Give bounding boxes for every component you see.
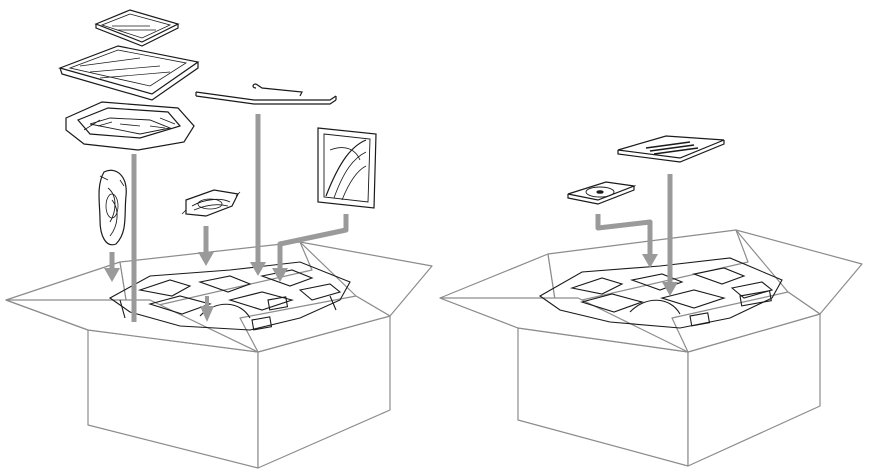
phone-cord <box>99 170 126 245</box>
box-left <box>6 242 432 468</box>
document-cover <box>96 10 178 46</box>
cable-wire <box>196 84 336 104</box>
drum-unit-carton <box>318 128 376 208</box>
manual-booklet <box>618 136 724 162</box>
box-left-front-face <box>88 330 258 468</box>
scanner-lid <box>60 46 198 100</box>
machine-body <box>66 102 194 150</box>
arrow-inner-left <box>200 296 214 322</box>
cd-rom <box>568 182 634 204</box>
ac-power-cord <box>182 190 240 216</box>
